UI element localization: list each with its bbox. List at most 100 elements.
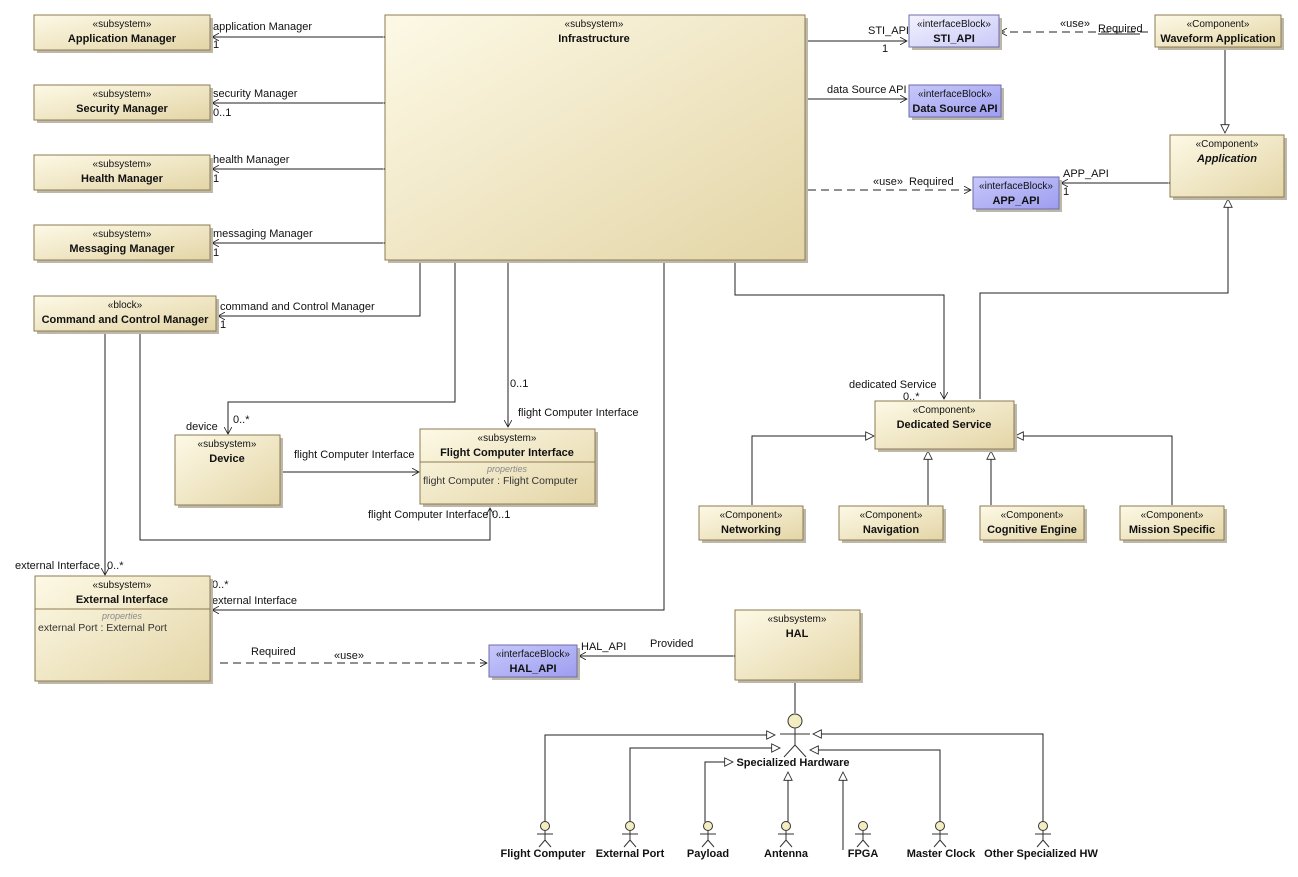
actor-name: Flight Computer — [501, 848, 587, 860]
actor-icon — [781, 821, 791, 831]
assoc-device — [228, 263, 455, 434]
block-name: Messaging Manager — [69, 243, 175, 255]
actor-name: FPGA — [848, 848, 879, 860]
component-name: Dedicated Service — [897, 419, 992, 431]
component-name: Mission Specific — [1129, 524, 1215, 536]
block-command-and-control-manager[interactable]: «block» Command and Control Manager — [33, 295, 219, 334]
stereotype-label: «subsystem» — [93, 229, 152, 240]
stereotype-label: «subsystem» — [768, 614, 827, 625]
actor-icon — [1038, 821, 1048, 831]
stereotype-label: «interfaceBlock» — [918, 89, 992, 100]
interface-data-source-api[interactable]: «interfaceBlock» Data Source API — [908, 84, 1004, 120]
label-dedicated-role: dedicated Service — [849, 379, 936, 391]
property-value: flight Computer : Flight Computer — [423, 475, 578, 487]
label-mult: 1 — [882, 43, 888, 55]
block-messaging-manager[interactable]: «subsystem» Messaging Manager — [33, 224, 213, 263]
actor-external-port[interactable]: External Port — [596, 821, 665, 861]
label-security-manager-role: security Manager — [213, 88, 298, 100]
stereotype-label: «subsystem» — [93, 159, 152, 170]
component-waveform-application[interactable]: «Component» Waveform Application — [1154, 14, 1284, 50]
component-application[interactable]: «Component» Application — [1169, 134, 1287, 200]
block-device[interactable]: «subsystem» Device — [174, 434, 283, 508]
label-mult: 1 — [1063, 186, 1069, 198]
stereotype-label: «interfaceBlock» — [917, 19, 991, 30]
actor-name: Other Specialized HW — [984, 848, 1098, 860]
label-required: Required — [251, 646, 296, 658]
label-provided: Provided — [650, 638, 693, 650]
actor-icon — [858, 821, 868, 831]
actor-icon — [703, 821, 713, 831]
block-infrastructure[interactable]: «subsystem» Infrastructure — [384, 14, 808, 263]
component-navigation[interactable]: «Component» Navigation — [838, 505, 946, 543]
interface-name: STI_API — [933, 33, 975, 45]
stereotype-label: «Component» — [1187, 19, 1250, 30]
actor-payload[interactable]: Payload — [687, 821, 729, 861]
block-name: Command and Control Manager — [42, 314, 210, 326]
stereotype-label: «Component» — [860, 510, 923, 521]
stereotype-label: «Component» — [913, 405, 976, 416]
component-name: Navigation — [863, 524, 920, 536]
block-security-manager[interactable]: «subsystem» Security Manager — [33, 84, 213, 123]
label-mult: 1 — [213, 247, 219, 259]
block-name: Flight Computer Interface — [440, 447, 574, 459]
actor-icon — [935, 821, 945, 831]
label-mult: 0..* — [107, 560, 124, 572]
actor-name: External Port — [596, 848, 665, 860]
stereotype-label: «subsystem» — [93, 89, 152, 100]
gen-external-port — [629, 748, 780, 822]
actor-flight-computer[interactable]: Flight Computer — [501, 821, 587, 861]
block-name: HAL — [786, 628, 809, 640]
assoc-c2-fci — [140, 333, 490, 541]
interface-name: Data Source API — [912, 103, 997, 115]
label-mult: 0..1 — [213, 107, 231, 119]
block-health-manager[interactable]: «subsystem» Health Manager — [33, 154, 213, 193]
block-application-manager[interactable]: «subsystem» Application Manager — [33, 14, 213, 53]
label-mult: 1 — [220, 319, 226, 331]
block-name: Application Manager — [68, 33, 177, 45]
gen-flight-computer — [544, 735, 775, 822]
label-use: «use» — [873, 176, 903, 188]
actor-name: Specialized Hardware — [736, 757, 849, 769]
label-mult: 0..* — [903, 391, 920, 403]
label-use: «use» — [1060, 18, 1090, 30]
actor-fpga[interactable]: FPGA — [848, 821, 879, 861]
stereotype-label: «subsystem» — [93, 580, 152, 591]
block-name: External Interface — [76, 594, 168, 606]
component-dedicated-service[interactable]: «Component» Dedicated Service — [874, 400, 1017, 452]
component-name: Cognitive Engine — [987, 524, 1077, 536]
gen-mission — [1015, 436, 1173, 505]
label-fci-role: flight Computer Interface — [518, 407, 638, 419]
stereotype-label: «Component» — [720, 510, 783, 521]
label-app-api-role: APP_API — [1063, 168, 1109, 180]
stereotype-label: «subsystem» — [565, 19, 624, 30]
block-external-interface[interactable]: «subsystem» External Interface propertie… — [34, 575, 213, 684]
interface-app-api[interactable]: «interfaceBlock» APP_API — [972, 176, 1062, 212]
block-flight-computer-interface[interactable]: «subsystem» Flight Computer Interface pr… — [419, 428, 598, 507]
actor-antenna[interactable]: Antenna — [764, 821, 809, 861]
interface-sti-api[interactable]: «interfaceBlock» STI_API — [908, 14, 1002, 50]
property-value: external Port : External Port — [38, 622, 167, 634]
label-c2-role: command and Control Manager — [220, 301, 375, 313]
block-hal[interactable]: «subsystem» HAL — [734, 609, 863, 683]
label-fci-role: flight Computer Interface — [294, 449, 414, 461]
block-name: Security Manager — [76, 103, 168, 115]
actor-master-clock[interactable]: Master Clock — [907, 821, 976, 861]
assoc-external-interface — [212, 263, 664, 610]
component-name: Application — [1196, 153, 1257, 165]
interface-hal-api[interactable]: «interfaceBlock» HAL_API — [488, 644, 580, 680]
label-hal-api-role: HAL_API — [581, 641, 626, 653]
connectors — [105, 32, 1228, 850]
component-mission-specific[interactable]: «Component» Mission Specific — [1119, 505, 1227, 543]
label-mult: 1 — [213, 173, 219, 185]
actor-name: Payload — [687, 848, 729, 860]
properties-header: properties — [486, 464, 528, 474]
component-networking[interactable]: «Component» Networking — [698, 505, 806, 543]
label-data-source-role: data Source API — [827, 84, 907, 96]
actor-other-specialized-hw[interactable]: Other Specialized HW — [984, 821, 1098, 861]
gen-payload — [704, 762, 733, 822]
interface-name: HAL_API — [509, 663, 556, 675]
label-mult: 1 — [213, 39, 219, 51]
component-cognitive-engine[interactable]: «Component» Cognitive Engine — [979, 505, 1087, 543]
label-fci-role: flight Computer Interface — [368, 509, 488, 521]
actor-specialized-hardware[interactable]: Specialized Hardware — [736, 713, 850, 769]
